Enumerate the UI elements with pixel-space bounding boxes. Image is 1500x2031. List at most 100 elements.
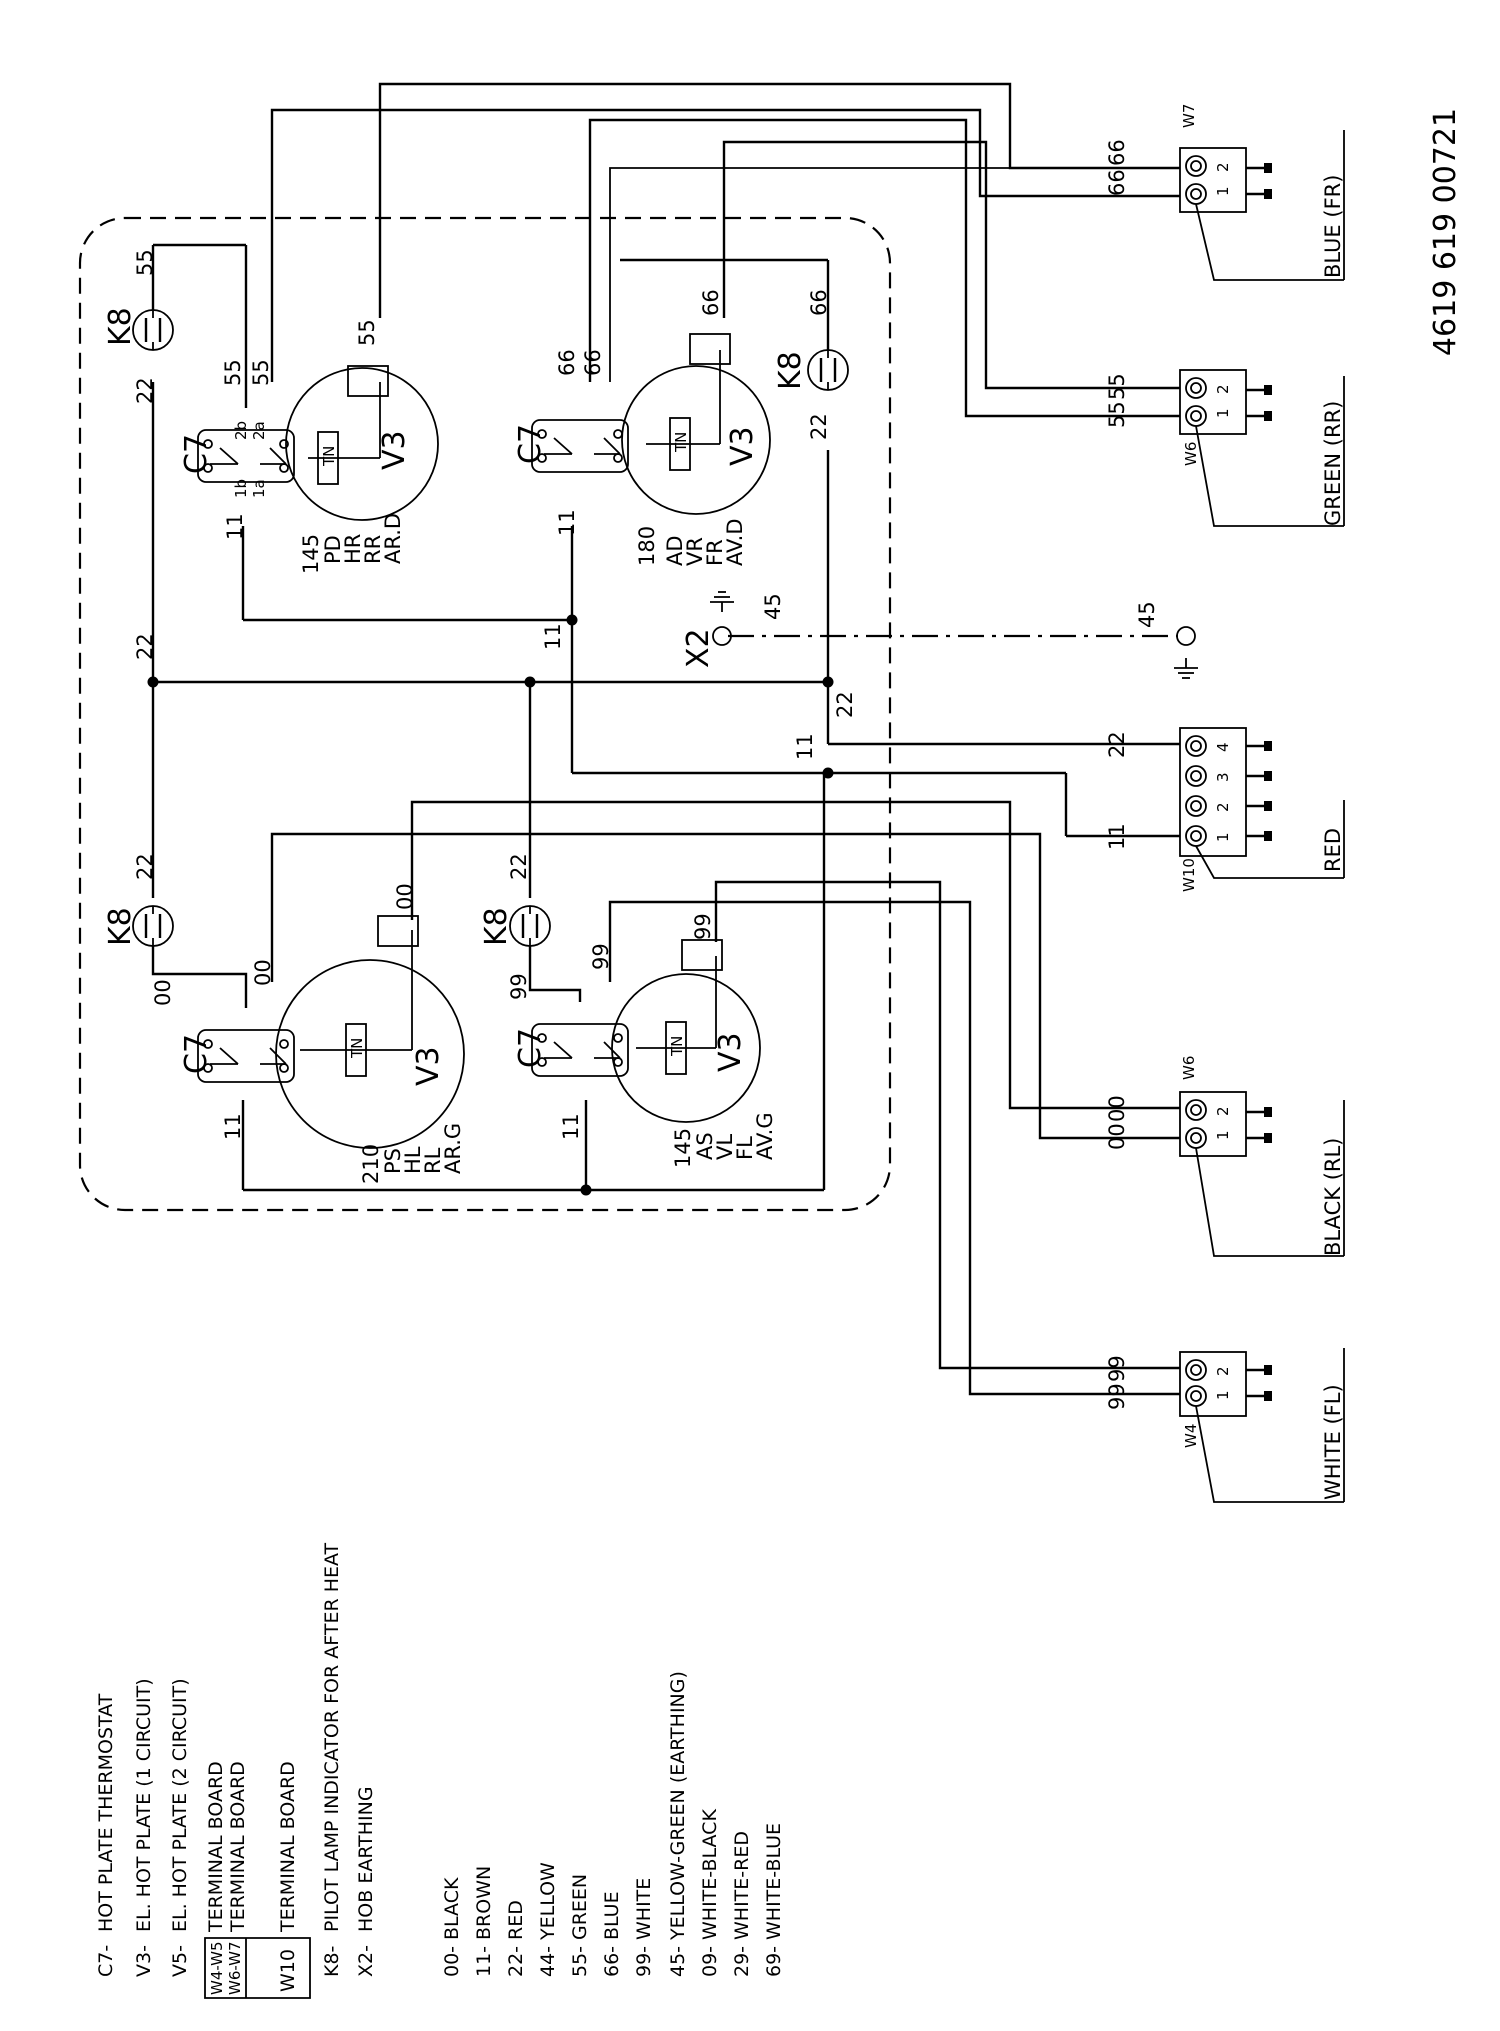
wire-color: WHITE-BLUE [763, 1823, 785, 1940]
wire-label: 11 [221, 1113, 245, 1140]
wire-color: WHITE-RED [731, 1831, 753, 1940]
earth-id: X2 [681, 628, 716, 668]
plate-label: AR.G [441, 1123, 465, 1174]
thermostat-id: C7 [179, 434, 214, 474]
terminal-pin: 2 [1214, 384, 1232, 394]
wire-code: 29- [731, 1946, 753, 1977]
wire-label: 00 [393, 883, 417, 910]
wire-label: 66 [699, 289, 723, 316]
legend-desc: EL. HOT PLATE (2 CIRCUIT) [169, 1678, 191, 1932]
plate-size: 210 [359, 1144, 383, 1184]
legend-desc: TERMINAL BOARD [227, 1761, 249, 1933]
wire-color: YELLOW-GREEN (EARTHING) [667, 1671, 689, 1941]
terminal-pin: 1 [1214, 832, 1232, 842]
plate-size: 145 [299, 534, 323, 574]
junction-dots [147, 614, 834, 1196]
plate-label: RR [361, 535, 385, 564]
plate-label: VL [713, 1134, 737, 1160]
wire-label: 22 [133, 377, 157, 404]
wire-label: 99 [691, 913, 715, 940]
wire-code: 09- [699, 1946, 721, 1977]
terminal-id: W4 [1182, 1424, 1200, 1448]
legend-desc: HOB EARTHING [355, 1786, 377, 1932]
terminal-board-w4: W4 1 2 99 99 WHITE (FL) [1105, 1348, 1345, 1503]
pilot-lamps: K8 K8 K8 K8 [103, 243, 850, 1008]
terminal-id: W10 [1180, 858, 1198, 892]
terminal-caption: GREEN (RR) [1321, 401, 1345, 526]
legend-code: C7- [95, 1945, 117, 1977]
plate-label: VR [683, 537, 707, 566]
terminal-board-w6-black: W6 1 2 00 00 BLACK (RL) [1105, 1056, 1345, 1257]
element-symbol: TN [320, 446, 338, 467]
legend-code: W10 [277, 1949, 299, 1992]
wire-label: 99 [589, 943, 613, 970]
wire-code: 11- [473, 1946, 495, 1977]
thermostat-id: C7 [513, 1028, 548, 1068]
terminal-pin: 1 [1214, 186, 1232, 196]
legend-components: C7- HOT PLATE THERMOSTAT V3- EL. HOT PLA… [95, 1542, 377, 1999]
terminal-wire: 99 [1105, 1383, 1129, 1410]
wire-label: 11 [223, 513, 247, 540]
terminal-wire: 55 [1105, 401, 1129, 428]
document-code: 4619 619 00721 [1428, 108, 1463, 356]
hot-plate-circle [621, 365, 771, 515]
legend-code: K8- [321, 1946, 343, 1977]
wire-label: 11 [793, 733, 817, 760]
contact-1b: 1b [232, 479, 250, 498]
legend-code: W4-W5 [208, 1941, 226, 1995]
wire-label: 45 [761, 593, 785, 620]
plate-label: RL [421, 1147, 445, 1174]
hot-plate-id: V3 [377, 430, 412, 470]
terminal-wire: 22 [1105, 731, 1129, 758]
terminal-pin: 2 [1214, 1106, 1232, 1116]
terminal-pin: 2 [1214, 802, 1232, 812]
thermostat-id: C7 [513, 424, 548, 464]
legend-code: X2- [355, 1945, 377, 1977]
terminal-wire: 00 [1105, 1123, 1129, 1150]
lamp-id: K8 [103, 307, 138, 346]
terminal-wire: 55 [1105, 373, 1129, 400]
wire-code: 44- [537, 1946, 559, 1977]
wire-label: 22 [507, 853, 531, 880]
hot-plate-id: V3 [713, 1032, 748, 1072]
terminal-board-w6-green: W6 1 2 55 55 GREEN (RR) [1105, 369, 1345, 527]
plate-label: PD [321, 535, 345, 564]
hot-plate-id: V3 [411, 1046, 446, 1086]
plate-label: PS [381, 1148, 405, 1174]
wire-labels: 55 22 55 55 55 11 66 66 66 66 22 11 22 1… [133, 249, 1159, 1140]
wire-label: 55 [221, 359, 245, 386]
terminal-pin: 4 [1214, 742, 1232, 752]
terminal-id: W6 [1182, 442, 1200, 466]
terminal-caption: RED [1321, 828, 1345, 872]
terminal-wire: 99 [1105, 1355, 1129, 1382]
wire-label: 99 [507, 973, 531, 1000]
terminal-pin: 1 [1214, 1130, 1232, 1140]
lamp-id: K8 [103, 907, 138, 946]
wire-code: 69- [763, 1946, 785, 1977]
hot-plate-circle [611, 973, 761, 1123]
plate-size: 145 [671, 1128, 695, 1168]
wire-label: 55 [355, 319, 379, 346]
hot-plate-front-left: TN V3 C7 145 AS VL FL AV.G [513, 939, 777, 1168]
earth-line [712, 626, 1196, 646]
wire-label: 66 [581, 349, 605, 376]
terminal-wires [270, 82, 1180, 1396]
bus-wires [151, 382, 1180, 1192]
plate-label: HL [401, 1146, 425, 1174]
wire-label: 66 [555, 349, 579, 376]
hot-plate-id: V3 [725, 426, 760, 466]
wire-color: BLACK [441, 1877, 463, 1940]
terminal-id: W6 [1180, 1056, 1198, 1080]
wire-code: 00- [441, 1946, 463, 1977]
wire-label: 66 [807, 289, 831, 316]
plate-label: AD [663, 535, 687, 566]
wire-label: 11 [555, 509, 579, 536]
legend-desc: TERMINAL BOARD [277, 1761, 299, 1933]
element-symbol: TN [668, 1036, 686, 1057]
terminal-wire: 00 [1105, 1095, 1129, 1122]
contact-2b: 2b [232, 421, 250, 440]
hob-outline [78, 216, 892, 1212]
terminal-id: W7 [1180, 104, 1198, 128]
plate-label: FL [733, 1136, 757, 1160]
